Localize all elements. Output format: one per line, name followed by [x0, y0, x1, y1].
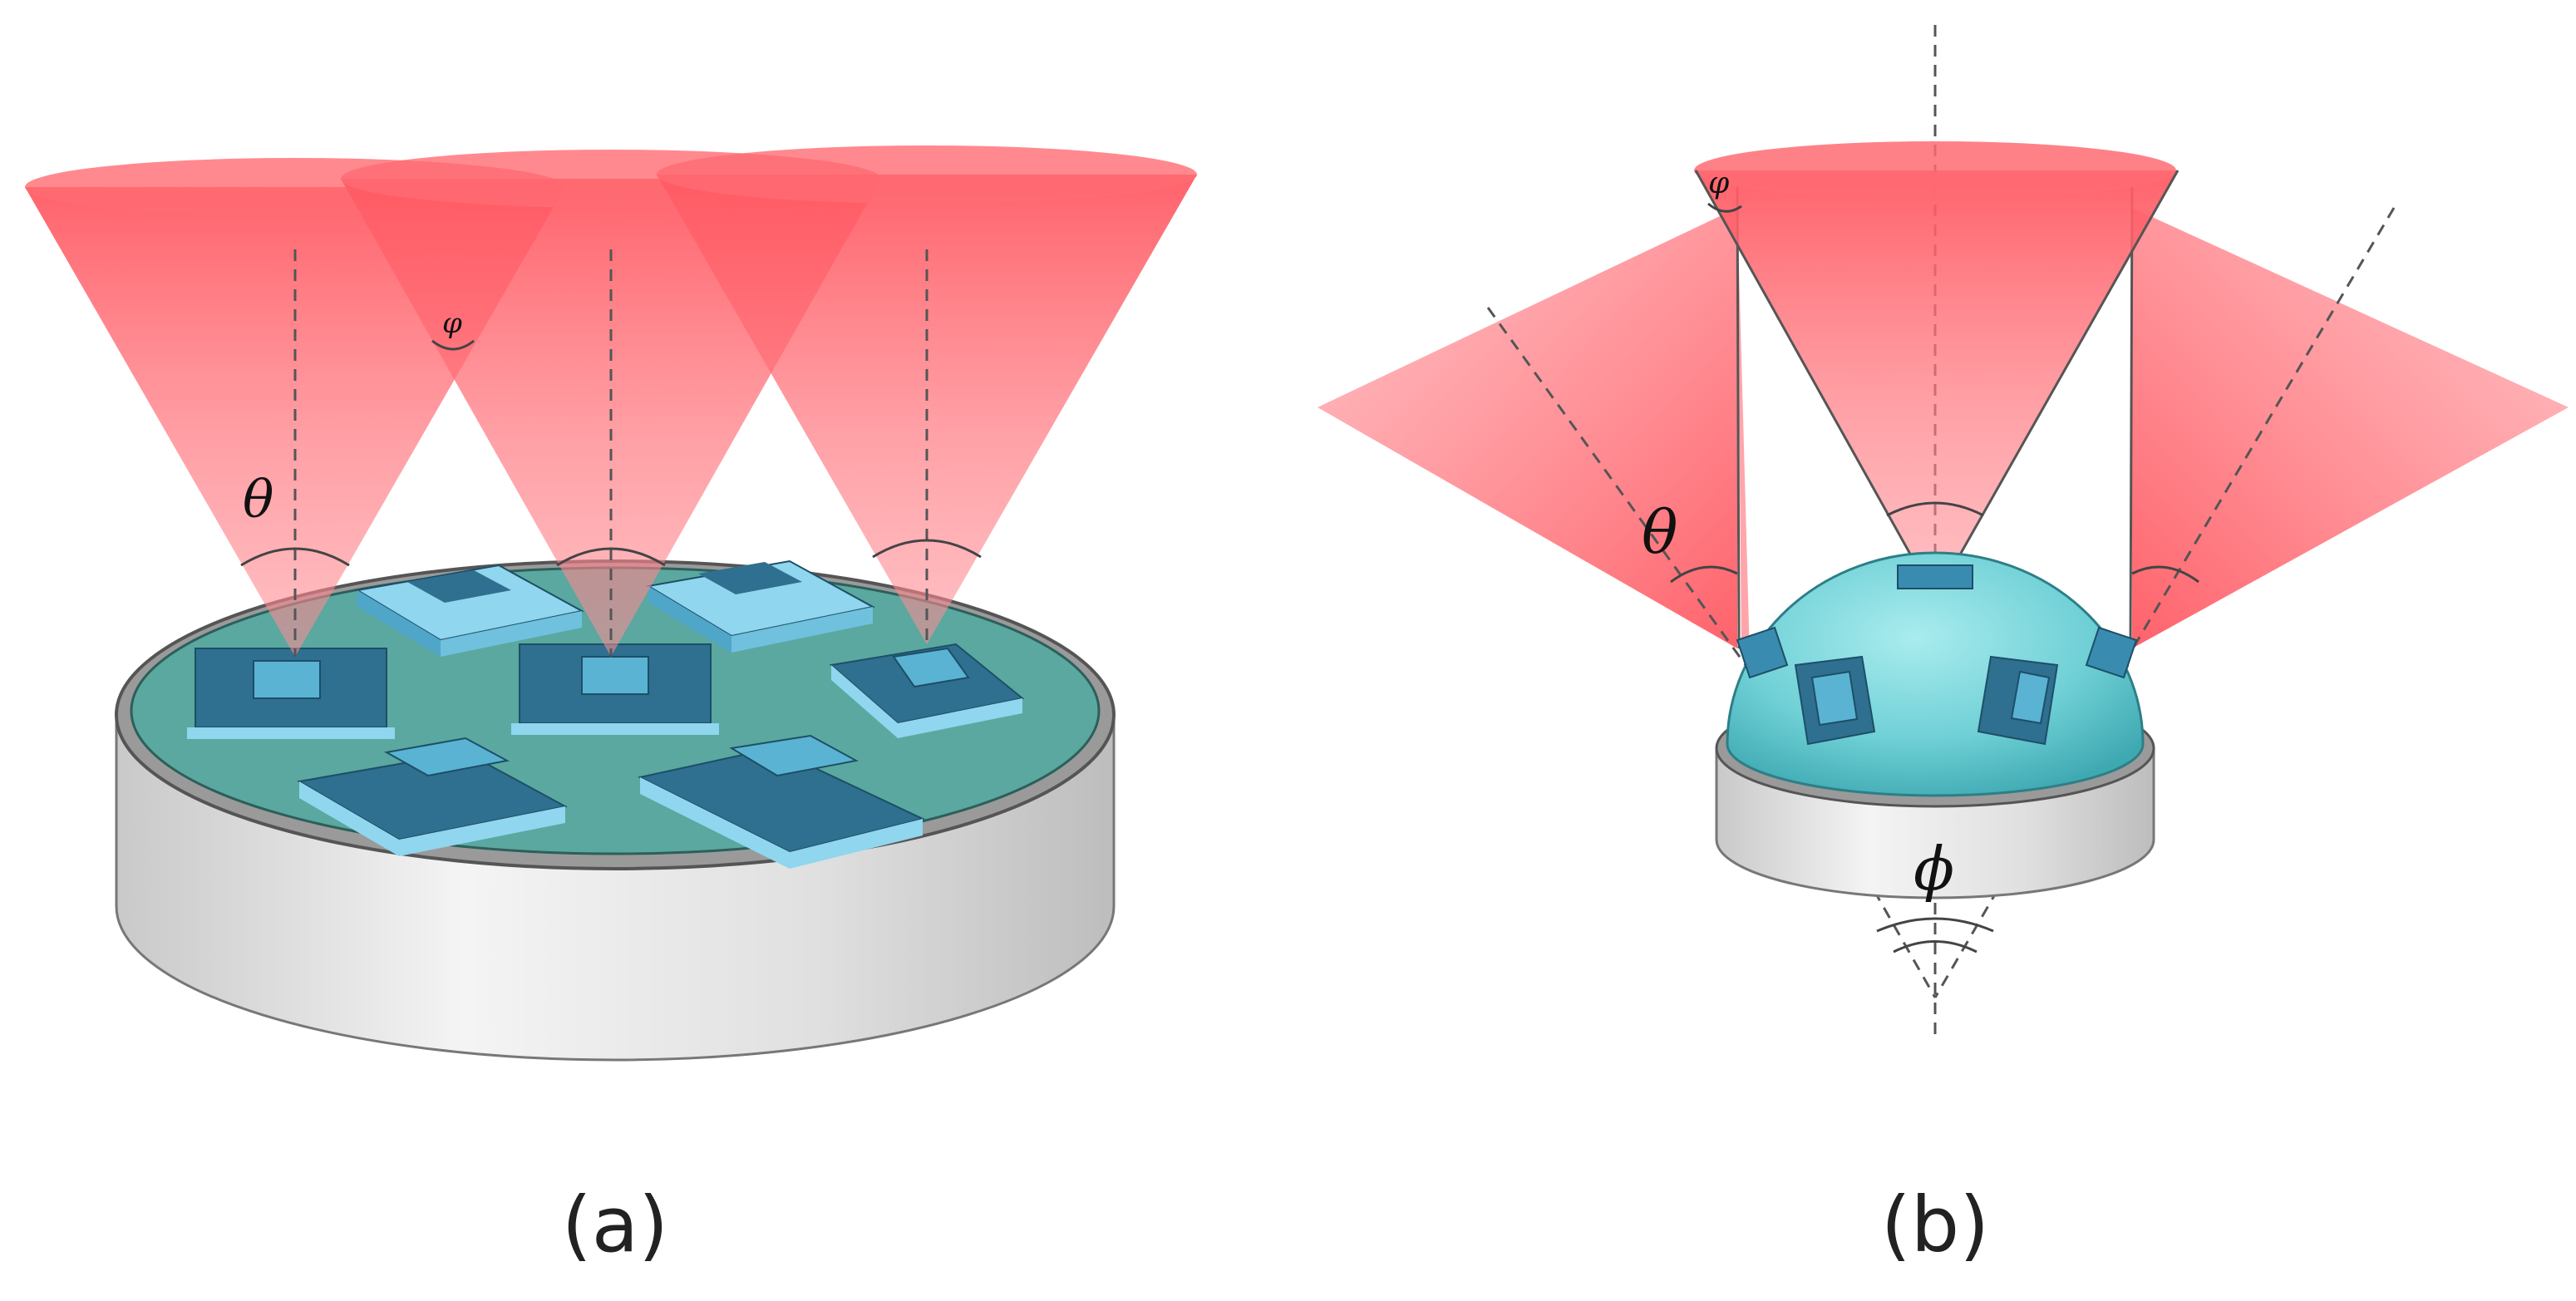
panel-b: θ φ ϕ [1318, 25, 2569, 1039]
theta-label: θ [243, 469, 273, 530]
chip [297, 737, 568, 856]
caption-a: (a) [562, 1180, 668, 1269]
phi-big-label: ϕ [1914, 834, 1954, 904]
phi-arc [431, 339, 475, 351]
chip [2085, 626, 2138, 679]
chip [829, 643, 1025, 738]
cone-left [1318, 178, 1750, 657]
chip [646, 559, 875, 653]
chip [638, 734, 925, 869]
phi-arc [1876, 917, 1994, 933]
phi-small-label: φ [1708, 166, 1730, 200]
chip [511, 643, 719, 735]
phi-arc [1893, 940, 1978, 954]
theta-arc [1886, 501, 1984, 517]
chip [187, 648, 395, 739]
panel-a: θ φ [25, 145, 1197, 1062]
theta-arc [1670, 565, 1738, 584]
theta-arc [240, 547, 350, 567]
tilted-axis-right [2126, 207, 2396, 658]
chip [355, 564, 584, 657]
caption-b: (b) [1881, 1180, 1989, 1269]
tilted-axis-left [1486, 307, 1747, 666]
phi-small-arc [1707, 202, 1742, 213]
chip [1794, 655, 1876, 746]
theta-label: θ [1642, 497, 1677, 567]
hemisphere-dome [1726, 551, 2145, 797]
chip [1977, 655, 2059, 746]
chip [1897, 564, 1973, 589]
chip [1736, 626, 1789, 679]
theta-arc [872, 539, 982, 559]
chip-array [187, 559, 1025, 869]
theta-arc [556, 547, 666, 567]
cone-center [1694, 141, 2180, 599]
phi-label: φ [442, 307, 462, 340]
theta-arc [2131, 565, 2199, 584]
cone-right [2129, 178, 2569, 649]
